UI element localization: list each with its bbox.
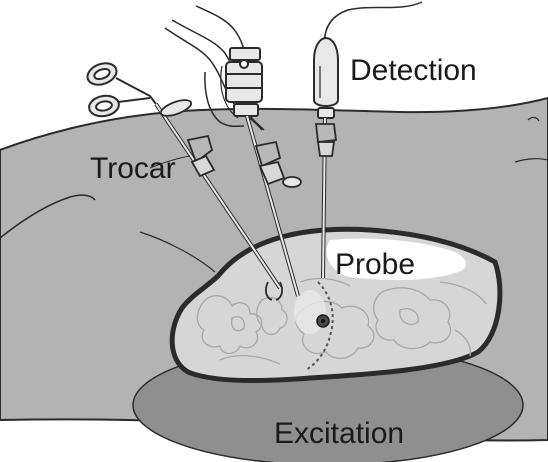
detection-cable	[324, 2, 422, 52]
scissors-icon	[84, 59, 156, 118]
label-probe: Probe	[335, 248, 415, 281]
label-detection: Detection	[350, 54, 477, 87]
right-trocar	[316, 124, 336, 156]
middle-connector	[226, 48, 262, 116]
label-excitation: Excitation	[274, 417, 404, 450]
label-trocar: Trocar	[90, 152, 176, 185]
detection-probe-handle	[314, 38, 338, 118]
